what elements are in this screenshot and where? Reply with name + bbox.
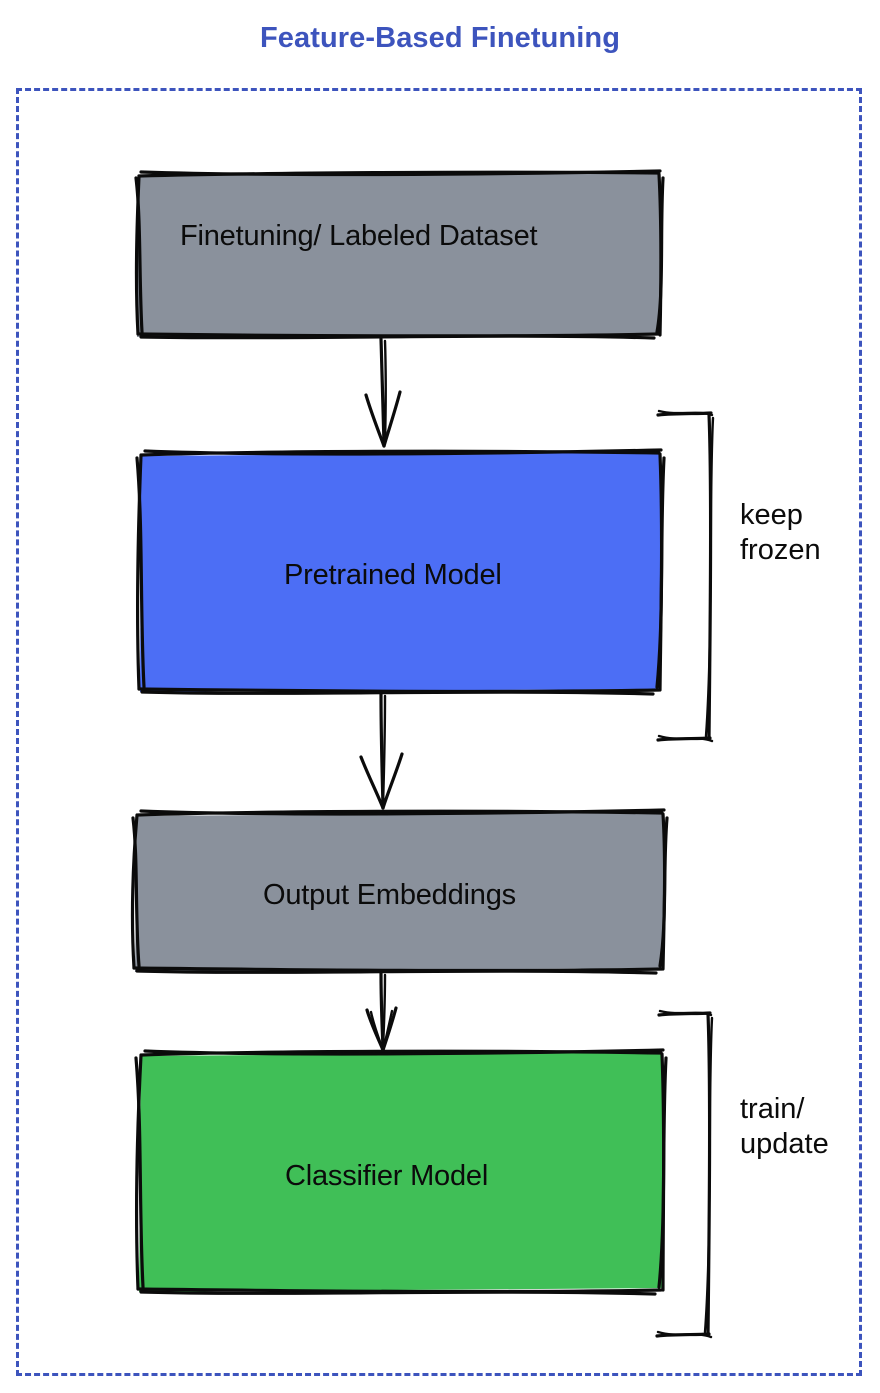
node-dataset[interactable] [136, 172, 660, 337]
node-label-embeddings: Output Embeddings [263, 879, 516, 911]
annotation-train-update: train/ update [740, 1093, 829, 1161]
page-title: Feature-Based Finetuning [259, 22, 621, 54]
annotation-keep-frozen: keep frozen [740, 499, 821, 567]
node-label-pretrained: Pretrained Model [284, 559, 502, 591]
node-label-classifier: Classifier Model [285, 1160, 489, 1192]
node-label-dataset: Finetuning/ Labeled Dataset [180, 220, 538, 252]
dashed-frame [16, 88, 862, 1376]
node-classifier[interactable] [137, 1052, 664, 1292]
node-embeddings[interactable] [135, 812, 664, 972]
node-pretrained[interactable] [137, 452, 661, 692]
